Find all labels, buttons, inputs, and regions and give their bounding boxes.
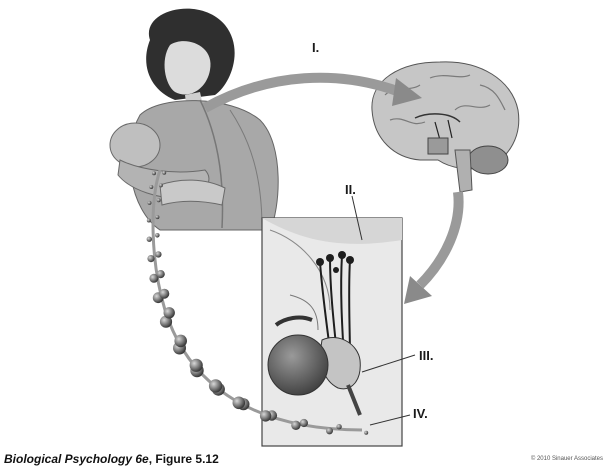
oxytocin-droplet xyxy=(147,255,154,262)
oxytocin-droplet xyxy=(260,410,271,421)
oxytocin-droplet xyxy=(148,201,152,205)
oxytocin-droplet xyxy=(300,419,308,427)
caption-figure: , Figure 5.12 xyxy=(149,452,219,466)
oxytocin-droplet xyxy=(147,237,152,242)
oxytocin-droplet xyxy=(147,219,151,223)
oxytocin-droplet xyxy=(336,424,341,429)
oxytocin-droplet xyxy=(291,421,300,430)
label-i: I. xyxy=(312,40,319,55)
oxytocin-droplet xyxy=(155,251,161,257)
pituitary-inset xyxy=(262,218,402,446)
arrow-brain-to-pituitary xyxy=(420,192,459,285)
brain-illustration xyxy=(372,62,519,192)
label-ii: II. xyxy=(345,182,356,197)
oxytocin-droplet xyxy=(159,289,169,299)
copyright-credit: © 2010 Sinauer Associates xyxy=(531,456,603,462)
caption-title: Biological Psychology 6e xyxy=(4,452,149,466)
oxytocin-droplet xyxy=(155,233,160,238)
label-iii: III. xyxy=(419,348,433,363)
label-iv: IV. xyxy=(413,406,428,421)
oxytocin-droplet xyxy=(159,183,163,187)
oxytocin-droplet xyxy=(157,270,165,278)
arrow-stimulus-to-brain xyxy=(205,78,400,108)
oxytocin-droplet xyxy=(174,335,187,348)
oxytocin-droplet xyxy=(364,431,368,435)
oxytocin-droplet xyxy=(233,397,246,410)
oxytocin-droplet xyxy=(155,215,159,219)
oxytocin-droplet xyxy=(152,171,156,175)
oxytocin-droplet xyxy=(162,171,166,175)
oxytocin-droplet xyxy=(190,359,203,372)
figure-caption: Biological Psychology 6e, Figure 5.12 xyxy=(4,452,219,466)
oxytocin-droplet xyxy=(209,379,222,392)
oxytocin-droplet xyxy=(157,198,161,202)
oxytocin-droplet xyxy=(149,185,153,189)
oxytocin-droplet xyxy=(164,307,175,318)
oxytocin-droplet xyxy=(326,427,333,434)
mother-nursing-illustration xyxy=(110,9,278,230)
